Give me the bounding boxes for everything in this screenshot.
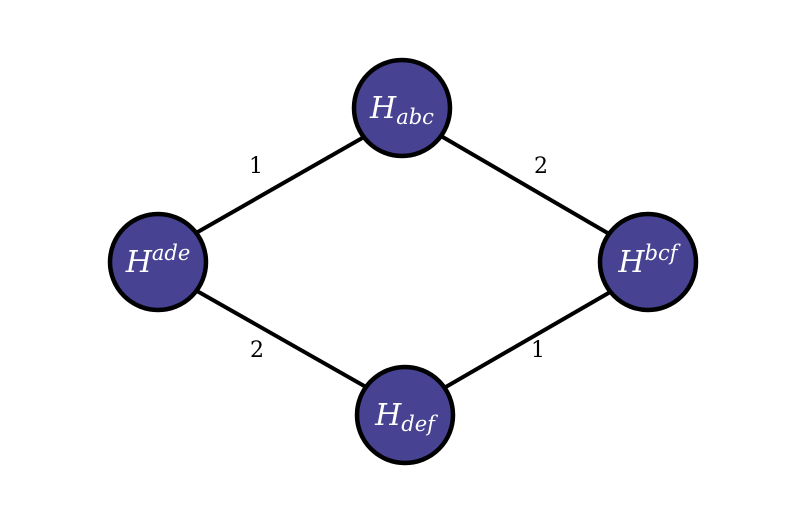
graph-node[interactable]: Habc <box>351 57 453 159</box>
edge-weight-label: 2 <box>534 154 548 179</box>
graph-edge <box>196 289 367 389</box>
node-circle[interactable] <box>351 57 453 159</box>
edge-weight-label: 2 <box>250 338 264 363</box>
graph-edge <box>195 135 365 235</box>
edges-layer <box>195 134 614 390</box>
node-label-subscript: def <box>401 412 438 436</box>
edge-weight-label: 1 <box>249 154 263 179</box>
node-label-superscript: ade <box>152 241 190 265</box>
node-circle[interactable] <box>354 364 456 466</box>
graph-edge <box>442 289 614 390</box>
edge-weight-label: 1 <box>531 338 545 363</box>
node-label: Hbcf <box>617 241 680 281</box>
node-label-subscript: abc <box>396 105 434 129</box>
node-circle[interactable] <box>597 211 699 313</box>
node-circle[interactable] <box>107 211 209 313</box>
graph-node[interactable]: Hade <box>107 211 209 313</box>
graph-node[interactable]: Hdef <box>354 364 456 466</box>
node-label-superscript: bcf <box>645 241 681 265</box>
graph-node[interactable]: Hbcf <box>597 211 699 313</box>
node-label: Hade <box>125 241 191 281</box>
edge-weights-layer: 1 2 2 1 <box>249 154 548 363</box>
graph-edge <box>439 134 613 237</box>
node-label: Habc <box>369 91 434 129</box>
node-label: Hdef <box>374 398 438 436</box>
